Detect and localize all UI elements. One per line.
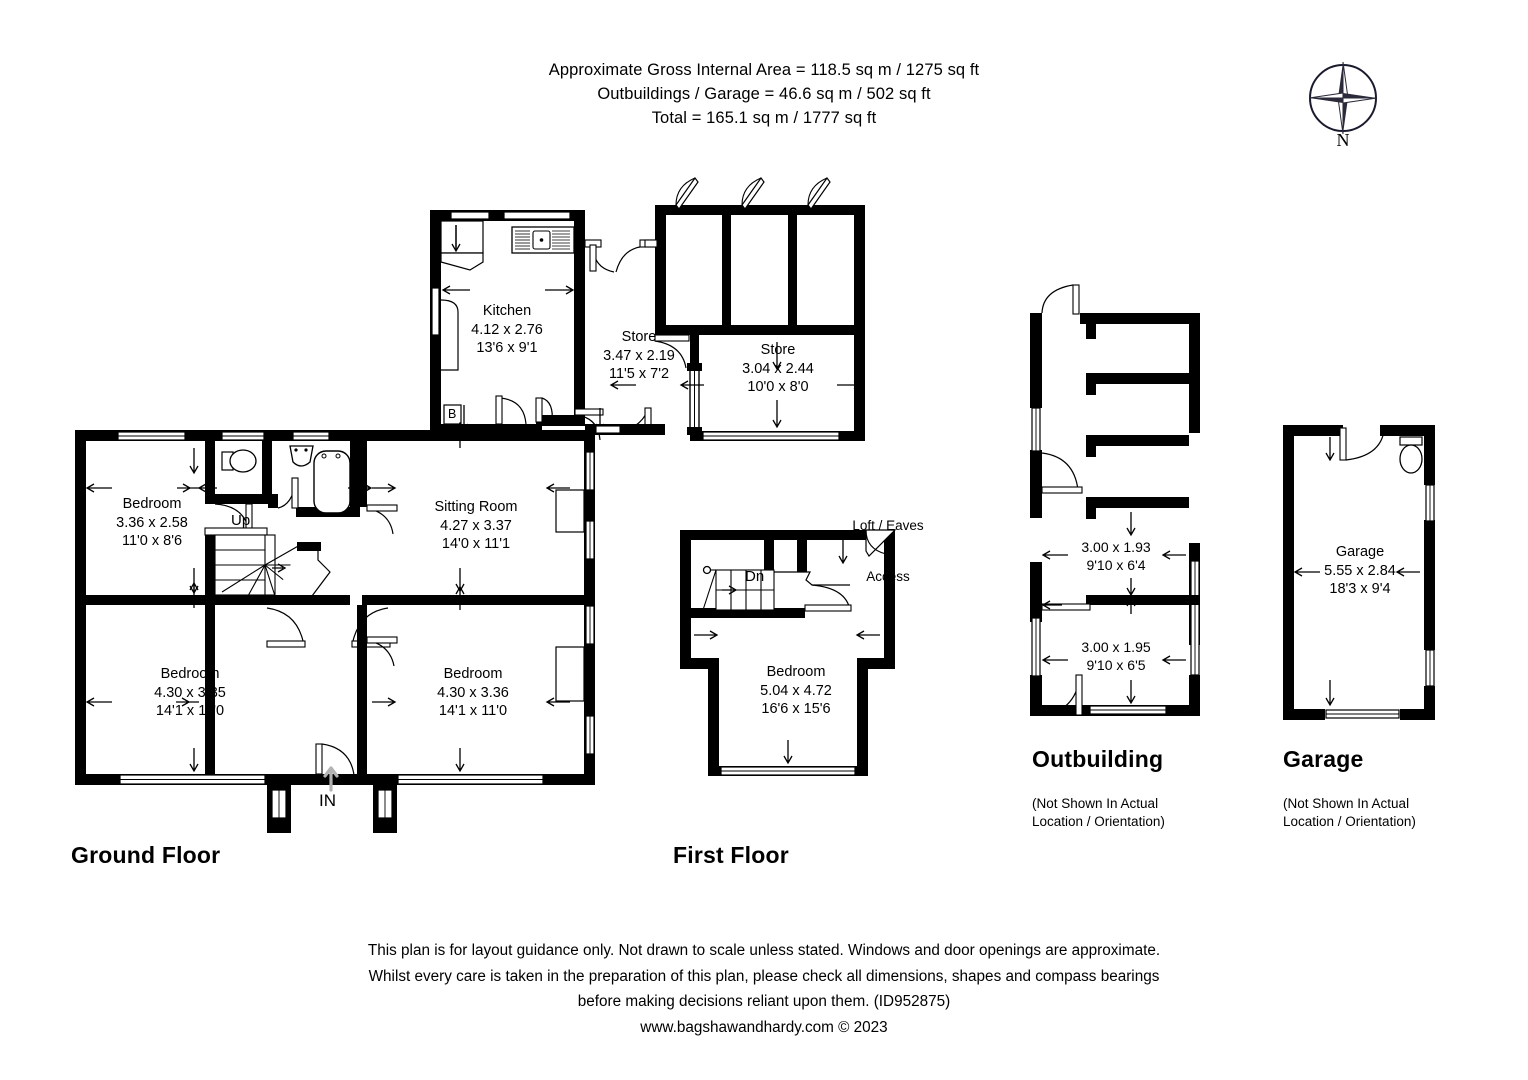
room-imperial: 16'6 x 15'6 [761, 701, 831, 717]
room-name: Bedroom [160, 666, 220, 682]
total-area-line: Total = 165.1 sq m / 1777 sq ft [651, 109, 877, 127]
ground-floor-plan [75, 176, 865, 833]
website-copyright: www.bagshawandhardy.com © 2023 [640, 1018, 888, 1036]
room-name: Store [760, 342, 796, 358]
boiler-label: B [448, 407, 457, 421]
compass-rose-icon [1308, 61, 1378, 135]
room-name: Sitting Room [434, 499, 518, 515]
room-metric: 4.30 x 3.35 [154, 684, 226, 701]
garage-caption: Garage [1283, 746, 1364, 772]
room-label-outbuilding-2: 3.00 x 1.95 9'10 x 6'5 [1028, 638, 1204, 674]
room-metric: 3.47 x 2.19 [603, 347, 675, 364]
first-floor-plan [680, 529, 897, 776]
entry-label: IN [319, 791, 336, 810]
outbuilding-note: (Not Shown In Actual Location / Orientat… [1032, 796, 1165, 829]
room-imperial: 10'0 x 8'0 [747, 379, 809, 395]
room-imperial: 13'6 x 9'1 [476, 340, 538, 356]
room-imperial: 14'1 x 11'0 [438, 703, 508, 719]
ground-floor-caption: Ground Floor [71, 842, 221, 868]
room-name: Kitchen [482, 303, 532, 319]
room-label-outbuilding-1: 3.00 x 1.93 9'10 x 6'4 [1028, 538, 1204, 574]
room-label-kitchen: Kitchen 4.12 x 2.76 13'6 x 9'1 [424, 302, 590, 358]
room-metric: 3.00 x 1.95 [1081, 639, 1151, 655]
room-name: Bedroom [443, 666, 503, 682]
first-floor-caption: First Floor [673, 842, 789, 868]
room-imperial: 14'0 x 11'1 [441, 536, 511, 552]
entry-arrow-icon [323, 766, 339, 792]
loft-eaves-access-label: Loft / Eaves Access [852, 518, 924, 584]
outbuilding-caption: Outbuilding [1032, 746, 1164, 772]
garage-note: (Not Shown In Actual Location / Orientat… [1283, 796, 1416, 829]
room-imperial: 9'10 x 6'5 [1086, 657, 1146, 673]
room-label-sitting-room: Sitting Room 4.27 x 3.37 14'0 x 11'1 [388, 498, 564, 554]
room-metric: 4.30 x 3.36 [437, 684, 509, 701]
room-label-first-floor-bedroom: Bedroom 5.04 x 4.72 16'6 x 15'6 [708, 663, 884, 719]
garage-plan [1283, 425, 1435, 720]
area-summary: Approximate Gross Internal Area = 118.5 … [0, 58, 1528, 130]
room-metric: 5.55 x 2.84 [1324, 562, 1396, 579]
disclaimer: This plan is for layout guidance only. N… [0, 938, 1528, 1040]
room-metric: 3.00 x 1.93 [1081, 539, 1151, 555]
room-imperial: 18'3 x 9'4 [1329, 581, 1391, 597]
room-metric: 4.27 x 3.37 [440, 517, 512, 534]
room-name: Bedroom [766, 664, 826, 680]
room-label-garage: Garage 5.55 x 2.84 18'3 x 9'4 [1272, 543, 1448, 599]
room-label-bedroom-2: Bedroom 4.30 x 3.35 14'1 x 11'0 [102, 665, 278, 721]
compass-north-label: N [1336, 130, 1350, 150]
room-label-bedroom-1: Bedroom 3.36 x 2.58 11'0 x 8'6 [64, 495, 240, 551]
room-metric: 4.12 x 2.76 [471, 321, 543, 338]
outbuildings-garage-area-line: Outbuildings / Garage = 46.6 sq m / 502 … [597, 85, 931, 103]
disclaimer-line-2: Whilst every care is taken in the prepar… [368, 967, 1160, 985]
room-label-bedroom-3: Bedroom 4.30 x 3.36 14'1 x 11'0 [385, 665, 561, 721]
room-label-store-1: Store 3.47 x 2.19 11'5 x 7'2 [555, 328, 723, 384]
room-metric: 5.04 x 4.72 [760, 682, 832, 699]
room-imperial: 11'0 x 8'6 [121, 533, 183, 549]
compass: N [1303, 58, 1383, 158]
room-metric: 3.36 x 2.58 [116, 514, 188, 531]
room-metric: 3.04 x 2.44 [742, 360, 814, 377]
room-imperial: 14'1 x 11'0 [155, 703, 225, 719]
room-imperial: 9'10 x 6'4 [1086, 557, 1146, 573]
room-name: Store [621, 329, 657, 345]
outbuilding-plan [1030, 284, 1200, 716]
room-label-store-2: Store 3.04 x 2.44 10'0 x 8'0 [695, 341, 861, 397]
disclaimer-line-1: This plan is for layout guidance only. N… [367, 942, 1161, 959]
room-name: Garage [1335, 544, 1385, 560]
stairs-down-label: Dn [745, 568, 765, 585]
stairs-up-label: Up [231, 512, 251, 529]
room-name: Bedroom [122, 496, 182, 512]
gross-internal-area-line: Approximate Gross Internal Area = 118.5 … [548, 61, 980, 79]
room-imperial: 11'5 x 7'2 [608, 366, 670, 382]
disclaimer-line-3: before making decisions reliant upon the… [577, 993, 951, 1010]
